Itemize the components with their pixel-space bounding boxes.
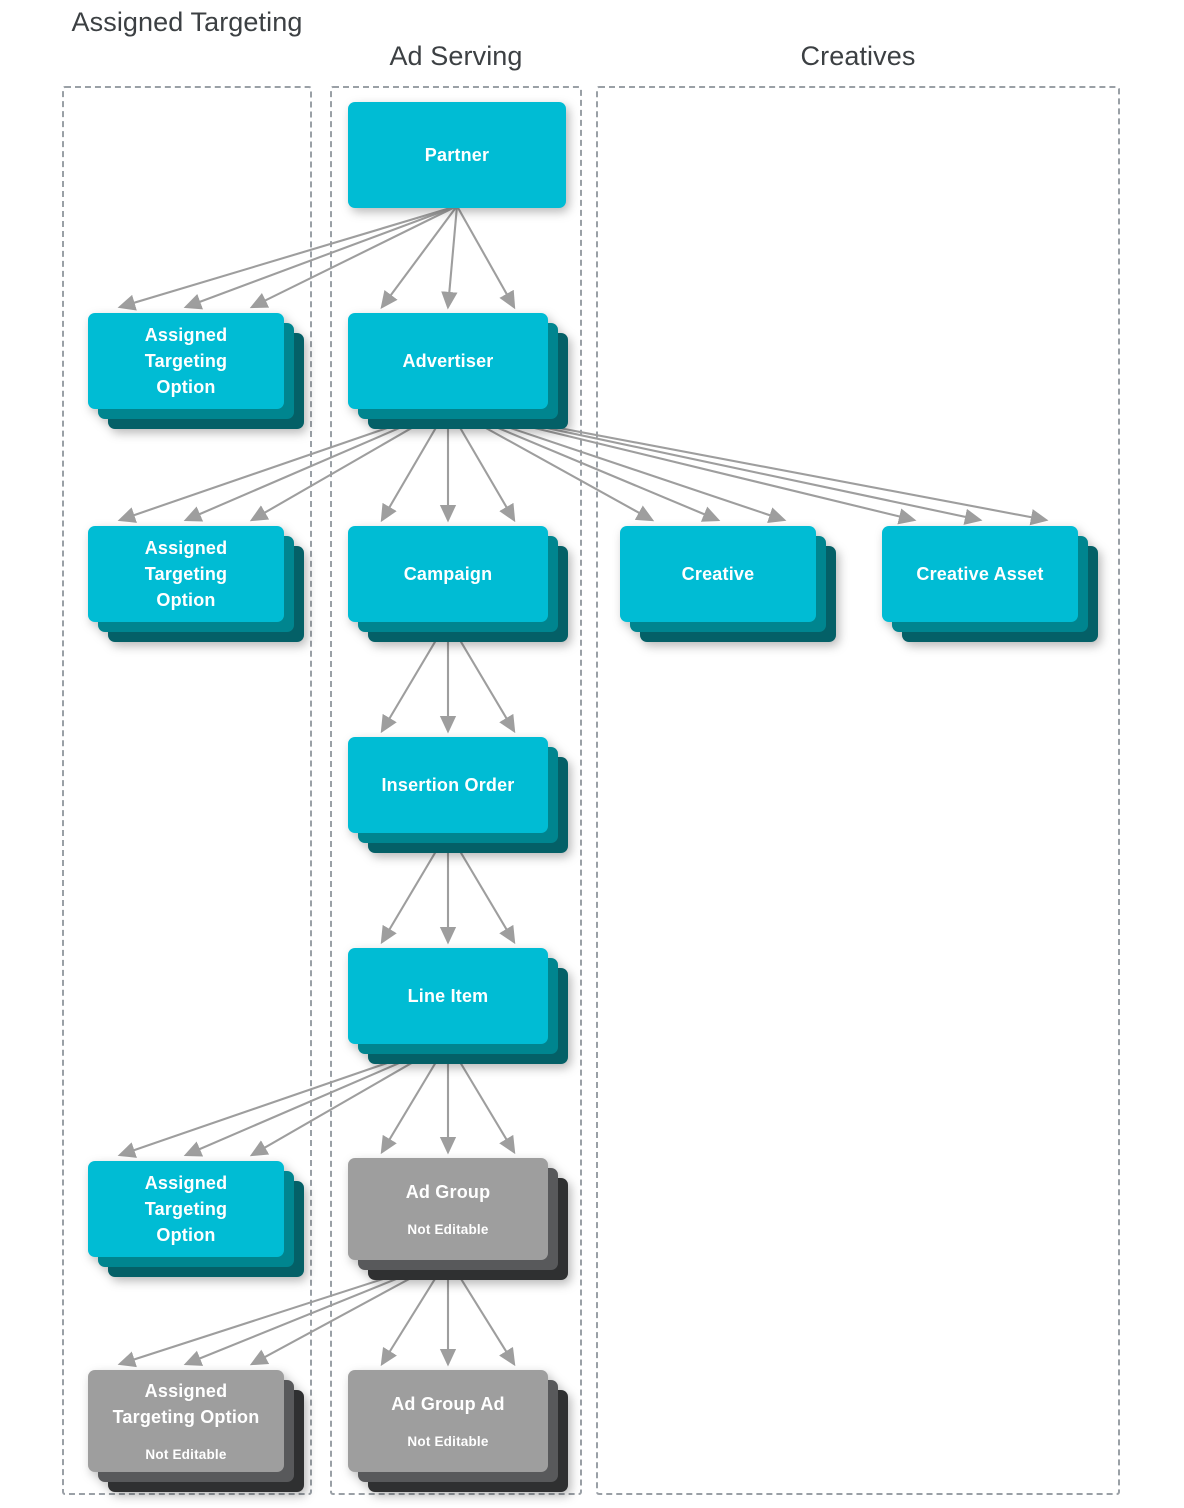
column-container-creatives	[596, 86, 1120, 1495]
node-partner-title: Partner	[424, 145, 490, 165]
node-title: Assigned Targeting Option	[112, 1381, 260, 1427]
node-label-card: Ad Group Ad Not Editable	[348, 1370, 548, 1472]
column-title-creatives: Creatives	[800, 41, 916, 71]
node-title: Advertiser	[402, 351, 494, 371]
node-title: Assigned Targeting Option	[144, 1173, 228, 1245]
node-label-card: Advertiser	[348, 313, 548, 409]
node-ad-group[interactable]: Ad Group Not Editable	[348, 1158, 568, 1280]
node-assigned-targeting-option-partner[interactable]: Assigned Targeting Option	[88, 313, 304, 429]
node-assigned-targeting-option-line-item[interactable]: Assigned Targeting Option	[88, 1161, 304, 1277]
node-partner[interactable]: Partner	[348, 102, 566, 208]
column-title-assigned-targeting: Assigned Targeting	[71, 7, 303, 37]
node-assigned-targeting-option-advertiser[interactable]: Assigned Targeting Option	[88, 526, 304, 642]
column-container-ad-serving	[330, 86, 582, 1495]
node-partner-face: Partner	[348, 102, 566, 208]
node-label-card: Ad Group Not Editable	[348, 1158, 548, 1260]
node-creative-asset[interactable]: Creative Asset	[882, 526, 1098, 642]
node-title: Assigned Targeting Option	[144, 538, 228, 610]
node-editability-badge: Not Editable	[145, 1447, 227, 1462]
node-ad-group-ad[interactable]: Ad Group Ad Not Editable	[348, 1370, 568, 1492]
node-label-card: Campaign	[348, 526, 548, 622]
node-label-card: Assigned Targeting Option	[88, 313, 284, 409]
node-campaign[interactable]: Campaign	[348, 526, 568, 642]
node-label-card: Creative	[620, 526, 816, 622]
node-title: Assigned Targeting Option	[144, 325, 228, 397]
node-editability-badge: Not Editable	[407, 1222, 489, 1237]
node-title: Creative	[681, 564, 755, 584]
node-insertion-order[interactable]: Insertion Order	[348, 737, 568, 853]
node-label-card: Insertion Order	[348, 737, 548, 833]
node-title: Line Item	[407, 986, 489, 1006]
node-title: Campaign	[403, 564, 493, 584]
node-label-card: Assigned Targeting Option	[88, 1161, 284, 1257]
node-advertiser[interactable]: Advertiser	[348, 313, 568, 429]
node-line-item[interactable]: Line Item	[348, 948, 568, 1064]
node-label-card: Creative Asset	[882, 526, 1078, 622]
node-label-card: Assigned Targeting Option Not Editable	[88, 1370, 284, 1472]
node-label-card: Line Item	[348, 948, 548, 1044]
node-label-card: Assigned Targeting Option	[88, 526, 284, 622]
node-title: Insertion Order	[381, 775, 515, 795]
node-creative[interactable]: Creative	[620, 526, 836, 642]
node-editability-badge: Not Editable	[407, 1434, 489, 1449]
node-title: Creative Asset	[916, 564, 1044, 584]
node-assigned-targeting-option-ad-group[interactable]: Assigned Targeting Option Not Editable	[88, 1370, 304, 1492]
node-title: Ad Group Ad	[391, 1394, 505, 1414]
node-title: Ad Group	[405, 1182, 491, 1202]
column-title-ad-serving: Ad Serving	[389, 41, 523, 71]
column-container-assigned-targeting	[62, 86, 312, 1495]
